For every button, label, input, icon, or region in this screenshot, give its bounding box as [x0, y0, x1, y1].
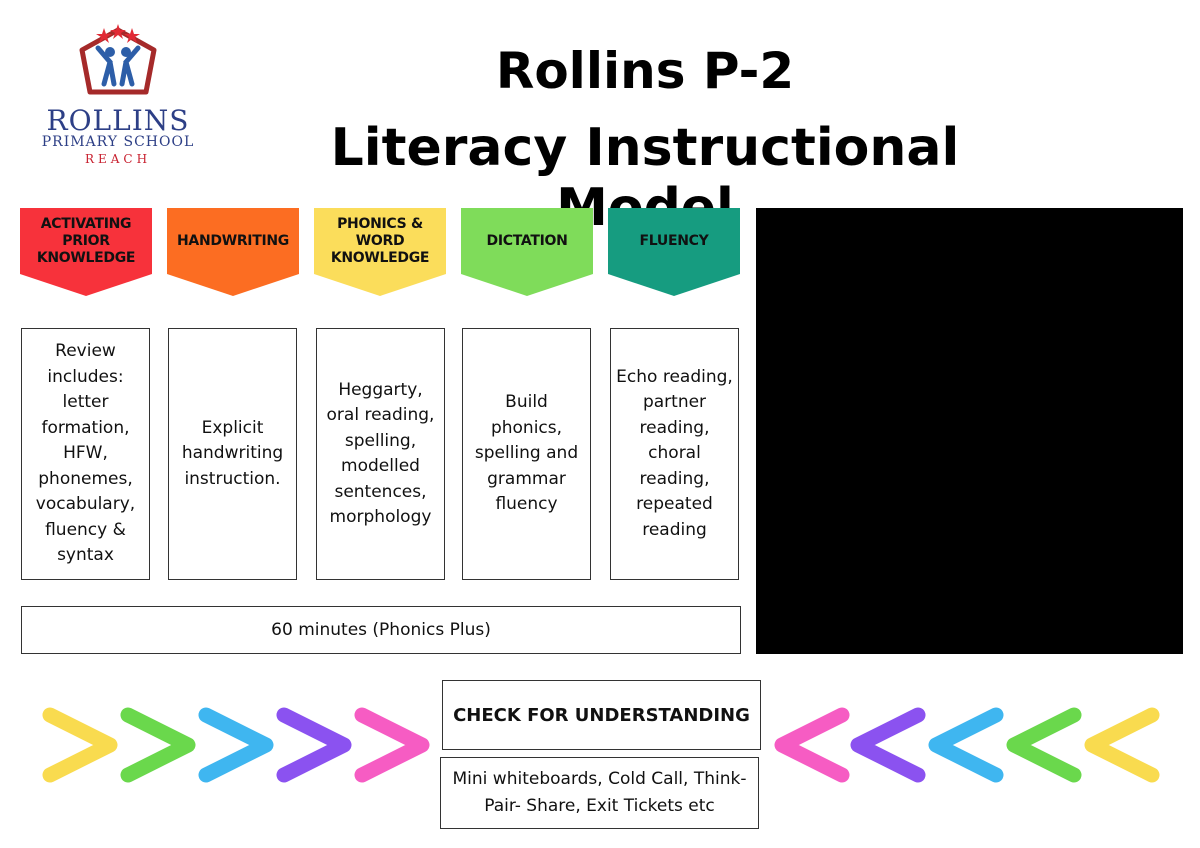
check-for-understanding-heading: CHECK FOR UNDERSTANDING — [442, 680, 761, 750]
duration-bar: 60 minutes (Phonics Plus) — [21, 606, 741, 654]
stage-header-activating: ACTIVATING PRIOR KNOWLEDGE — [20, 208, 152, 296]
stage-description-handwriting: Explicit handwriting instruction. — [168, 328, 297, 580]
chevron-right-icon — [42, 707, 118, 783]
chevron-shape — [167, 208, 299, 296]
stage-label: FLUENCY — [639, 232, 709, 249]
stage-header-fluency: FLUENCY — [608, 208, 740, 296]
chevron-left-icon — [774, 707, 850, 783]
chevron-right-icon — [276, 707, 352, 783]
chevron-left-icon — [1084, 707, 1160, 783]
stage-label: DICTATION — [486, 232, 568, 249]
right-arrows-group — [42, 707, 430, 783]
chevron-shape — [461, 208, 593, 296]
chevron-shape — [608, 208, 740, 296]
check-for-understanding-examples: Mini whiteboards, Cold Call, Think- Pair… — [440, 757, 759, 829]
chevron-shape — [314, 208, 446, 296]
chevron-right-icon — [120, 707, 196, 783]
stage-header-phonics: PHONICS & WORD KNOWLEDGE — [314, 208, 446, 296]
blacked-out-image-panel — [756, 208, 1183, 654]
stage-header-handwriting: HANDWRITING — [167, 208, 299, 296]
stage-description-fluency: Echo reading, partner reading, choral re… — [610, 328, 739, 580]
stage-label: ACTIVATING PRIOR KNOWLEDGE — [36, 215, 136, 266]
stage-description-phonics: Heggarty, oral reading, spelling, modell… — [316, 328, 445, 580]
logo-name: ROLLINS — [46, 104, 190, 137]
stage-label: HANDWRITING — [177, 232, 289, 249]
stage-description-dictation: Build phonics, spelling and grammar flue… — [462, 328, 591, 580]
decorative-arrows — [42, 707, 1160, 783]
stage-header-dictation: DICTATION — [461, 208, 593, 296]
chevron-left-icon — [928, 707, 1004, 783]
chevron-left-icon — [1006, 707, 1082, 783]
shield-icon — [79, 24, 157, 95]
chevron-shape — [20, 208, 152, 296]
chevron-right-icon — [198, 707, 274, 783]
page-title: Rollins P-2 — [495, 42, 795, 100]
logo-motto: REACH — [84, 152, 152, 166]
stage-label: PHONICS & WORD KNOWLEDGE — [330, 215, 430, 266]
logo-subtitle: PRIMARY SCHOOL — [41, 134, 195, 150]
left-arrows-group — [774, 707, 1160, 783]
chevron-right-icon — [354, 707, 430, 783]
school-logo: ROLLINS PRIMARY SCHOOL REACH — [38, 22, 198, 172]
stage-description-activating: Review includes: letter formation, HFW, … — [21, 328, 150, 580]
chevron-left-icon — [850, 707, 926, 783]
